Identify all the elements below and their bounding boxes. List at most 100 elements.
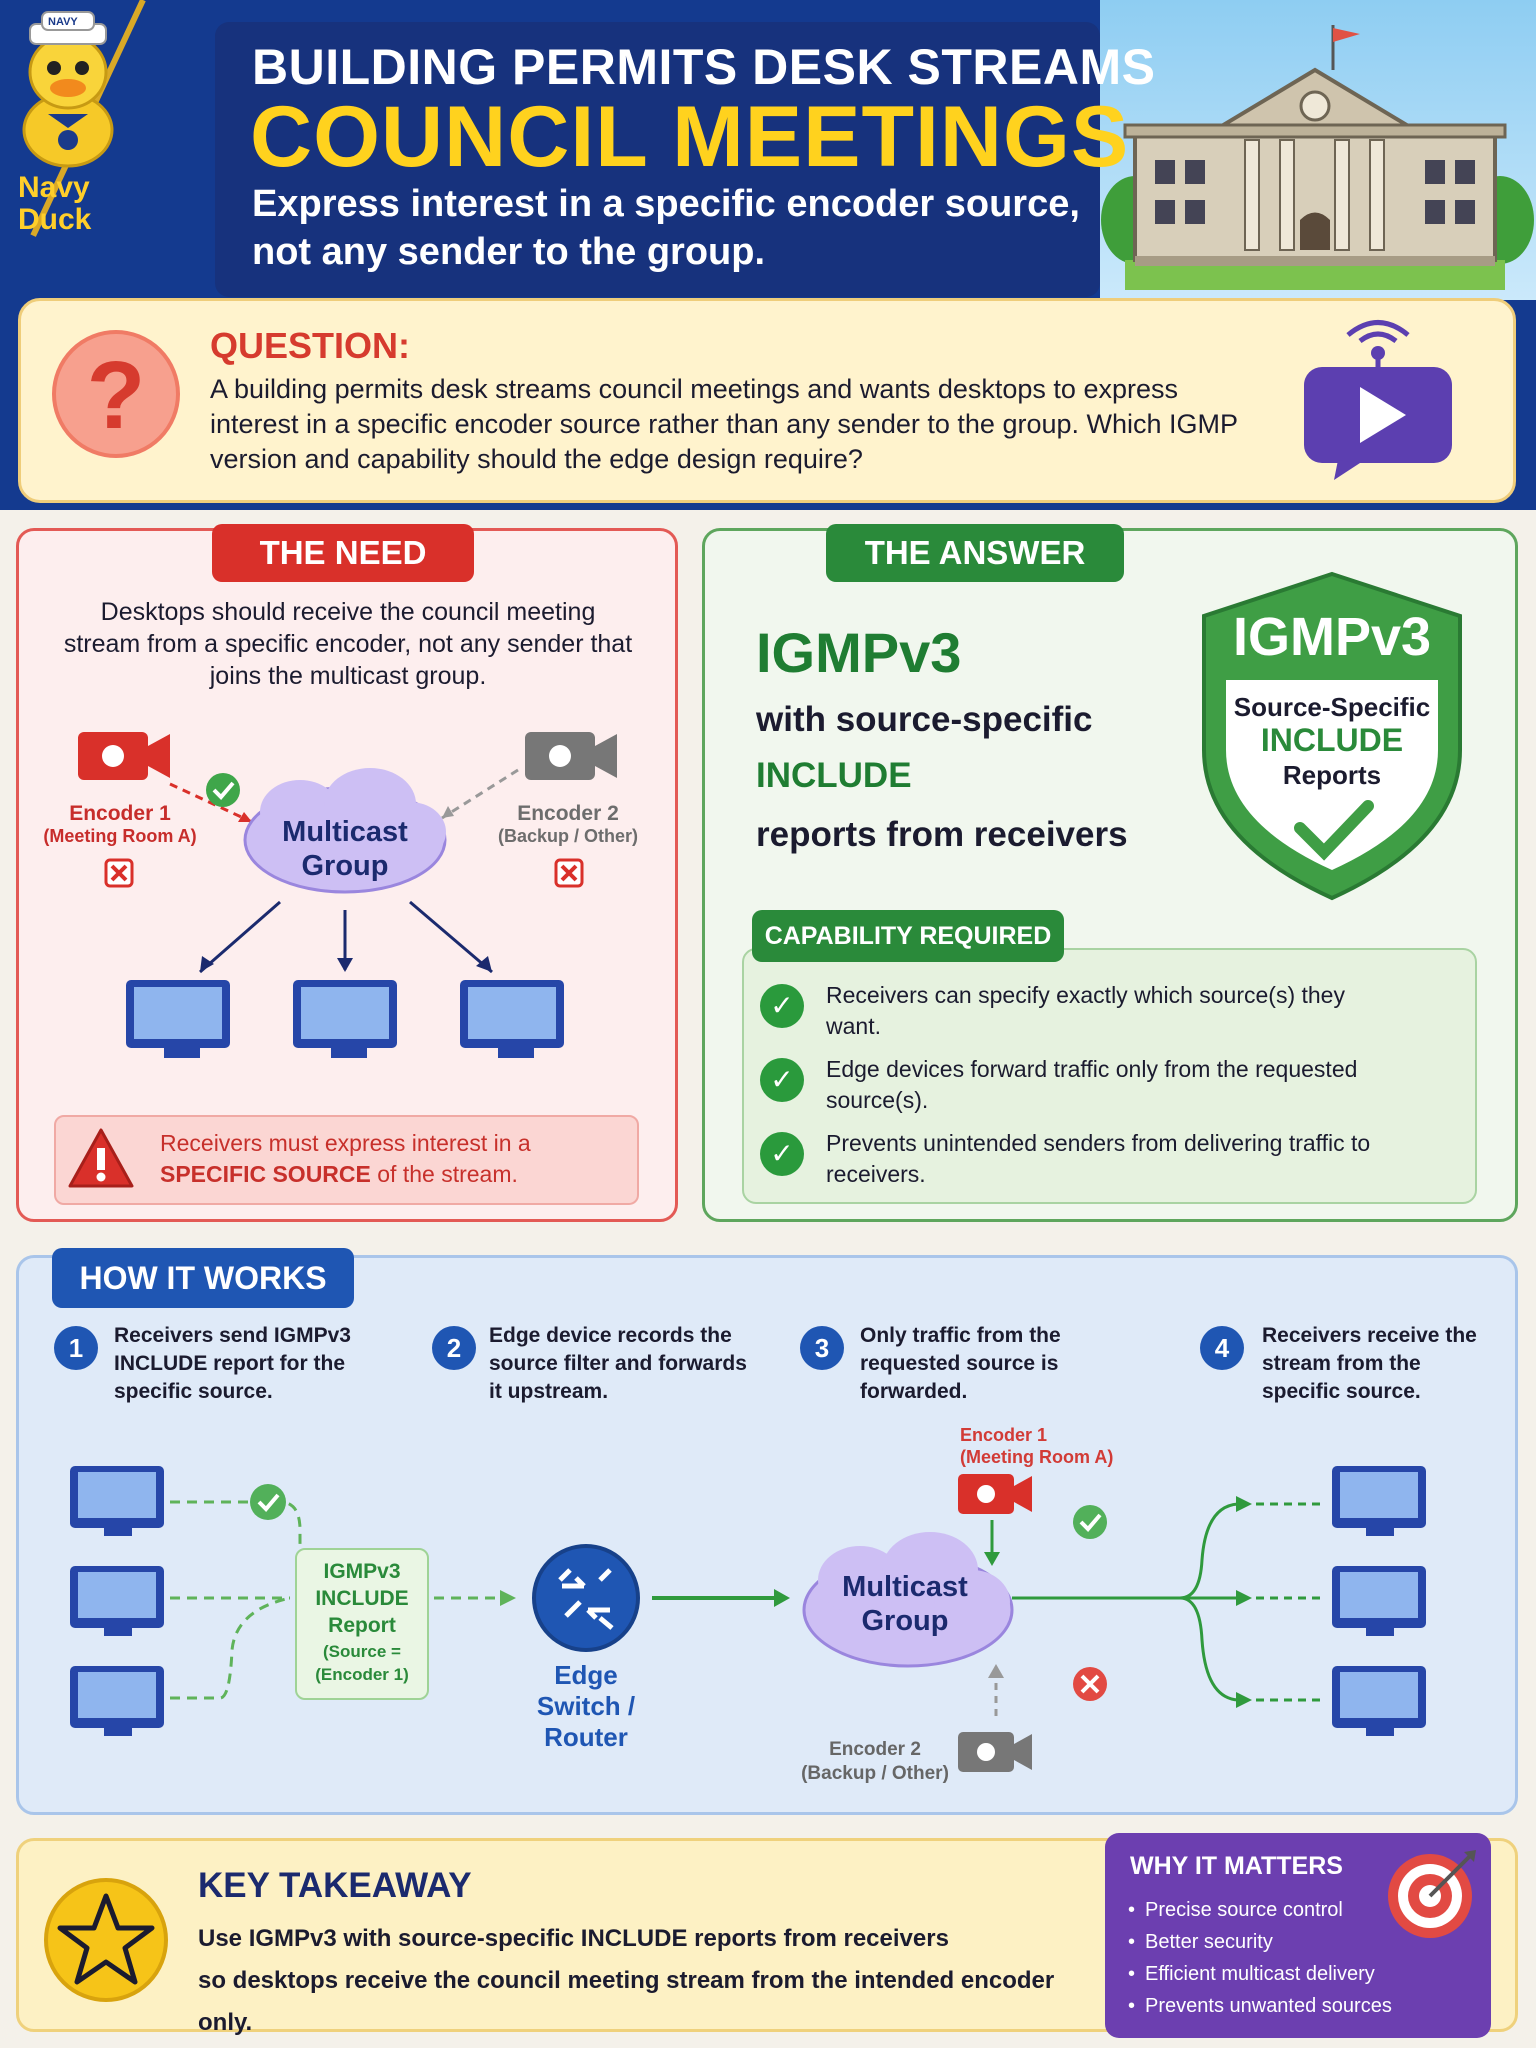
step-number: 1 (54, 1326, 98, 1370)
encoder2-camera-icon (525, 732, 617, 780)
mascot-name-line2: Duck (18, 203, 92, 236)
svg-text:?: ? (87, 342, 146, 449)
warning-emphasis: SPECIFIC SOURCE (160, 1161, 371, 1187)
multicast-group-label: Multicast Group (800, 1570, 1010, 1638)
capability-item: ✓ Receivers can specify exactly which so… (760, 980, 1460, 1048)
multicast-line1: Multicast (842, 1571, 968, 1603)
shield-line3: Reports (1282, 760, 1382, 790)
check-icon: ✓ (760, 984, 804, 1028)
step-text: Only traffic from the requested source i… (860, 1324, 1061, 1403)
answer-title: IGMPv3 (756, 621, 962, 684)
question-title: QUESTION: (210, 325, 411, 366)
star-icon (44, 1878, 168, 2002)
monitor-icon (1332, 1566, 1426, 1636)
igmpv3-shield-badge (1202, 571, 1462, 901)
mascot-name-line1: Navy (18, 171, 90, 204)
why-it-matters-list: Precise source control Better security E… (1128, 1894, 1428, 2022)
why-item: Efficient multicast delivery (1128, 1958, 1428, 1990)
monitor-icon (70, 1666, 164, 1736)
encoder2-label: Encoder 2 (Backup / Other) (790, 1738, 960, 1786)
check-icon (250, 1484, 286, 1520)
multicast-cloud-icon (243, 768, 447, 894)
check-icon: ✓ (760, 1058, 804, 1102)
encoder2-sub: (Backup / Other) (497, 826, 639, 846)
why-item: Prevents unwanted sources (1128, 1990, 1428, 2022)
takeaway-line2: so desktops receive the council meeting … (198, 1967, 1055, 2036)
multicast-line1: Multicast (282, 816, 408, 848)
igmp-report-source: (Source = (Encoder 1) (315, 1642, 409, 1684)
encoder2-sub: (Backup / Other) (801, 1763, 949, 1784)
edge-switch-label: Edge Switch / Router (536, 1660, 636, 1752)
monitor-icon (70, 1466, 164, 1536)
monitor-icon (1332, 1466, 1426, 1536)
monitor-icon (126, 980, 230, 1058)
why-it-matters-title: WHY IT MATTERS (1130, 1852, 1343, 1880)
encoder1-label: Encoder 1 (Meeting Room A) (960, 1424, 1200, 1468)
city-hall-illustration (1101, 25, 1534, 290)
step-number: 2 (432, 1326, 476, 1370)
x-icon (1073, 1667, 1107, 1701)
monitor-icon (293, 980, 397, 1058)
header-title-line2: COUNCIL MEETINGS (250, 89, 1130, 185)
answer-line1: with source-specific (756, 700, 1093, 739)
step-number: 4 (1200, 1326, 1244, 1370)
shield-line2: INCLUDE (1260, 722, 1404, 758)
video-play-icon (1304, 320, 1452, 480)
need-warning-text: Receivers must express interest in a SPE… (160, 1128, 630, 1190)
need-warning-box (54, 1115, 639, 1205)
encoder2-x-icon (554, 858, 584, 888)
encoder2-name: Encoder 2 (829, 1739, 921, 1760)
why-item: Precise source control (1128, 1894, 1428, 1926)
encoder1-sub: (Meeting Room A) (43, 826, 197, 846)
capability-item: ✓ Edge devices forward traffic only from… (760, 1054, 1460, 1122)
igmp-report-title: IGMPv3 INCLUDE Report (315, 1560, 409, 1637)
capability-text: Edge devices forward traffic only from t… (826, 1056, 1358, 1113)
encoder2-label: Encoder 2 (Backup / Other) (478, 802, 658, 847)
takeaway-line1: Use IGMPv3 with source-specific INCLUDE … (198, 1925, 949, 1952)
capability-text: Prevents unintended senders from deliver… (826, 1130, 1371, 1187)
multicast-group-label: Multicast Group (240, 815, 450, 883)
edge-switch-icon (532, 1544, 640, 1652)
need-tab: THE NEED (212, 524, 474, 582)
encoder1-name: Encoder 1 (69, 802, 171, 825)
header-title-line1: BUILDING PERMITS DESK STREAMS (252, 39, 1156, 95)
target-icon (1388, 1850, 1476, 1938)
why-item: Better security (1128, 1926, 1428, 1958)
warning-suffix: of the stream. (377, 1161, 518, 1187)
encoder1-x-icon (104, 858, 134, 888)
encoder1-camera-icon (958, 1474, 1032, 1514)
takeaway-text: Use IGMPv3 with source-specific INCLUDE … (198, 1918, 1098, 2044)
multicast-line2: Group (301, 850, 389, 882)
how-it-works-tab: HOW IT WORKS (52, 1248, 354, 1308)
how-it-works-diagram (70, 1466, 1426, 1772)
warning-icon (68, 1128, 134, 1188)
monitor-icon (1332, 1666, 1426, 1736)
step-text: Receivers receive the stream from the sp… (1262, 1324, 1477, 1403)
how-it-works-panel (16, 1255, 1518, 1815)
step-text: Receivers send IGMPv3 INCLUDE report for… (114, 1324, 351, 1403)
question-box (18, 298, 1516, 503)
answer-line2: INCLUDE (756, 756, 912, 795)
shield-line1: Source-Specific (1233, 692, 1431, 722)
check-icon (206, 773, 240, 807)
mascot-name: Navy Duck (18, 172, 91, 236)
navy-duck-mascot (22, 11, 114, 168)
mascot-badge: NAVY (48, 16, 78, 28)
need-description: Desktops should receive the council meet… (63, 598, 633, 690)
answer-tab: THE ANSWER (826, 524, 1124, 582)
igmp-report-box (295, 1548, 429, 1700)
takeaway-title: KEY TAKEAWAY (198, 1866, 472, 1905)
encoder1-name: Encoder 1 (960, 1425, 1048, 1445)
capability-item: ✓ Prevents unintended senders from deliv… (760, 1128, 1460, 1196)
shield-title: IGMPv3 (1232, 607, 1432, 667)
need-diagram (78, 732, 617, 1058)
check-icon: ✓ (760, 1132, 804, 1176)
answer-line3: reports from receivers (756, 815, 1128, 854)
multicast-cloud-icon (802, 1532, 1014, 1668)
header-subtitle: Express interest in a specific encoder s… (252, 183, 1080, 273)
capability-tab: CAPABILITY REQUIRED (752, 910, 1064, 962)
capability-text: Receivers can specify exactly which sour… (826, 982, 1345, 1039)
step-text: Edge device records the source filter an… (489, 1324, 747, 1403)
step-number: 3 (800, 1326, 844, 1370)
warning-prefix: Receivers must express interest in a (160, 1130, 531, 1156)
